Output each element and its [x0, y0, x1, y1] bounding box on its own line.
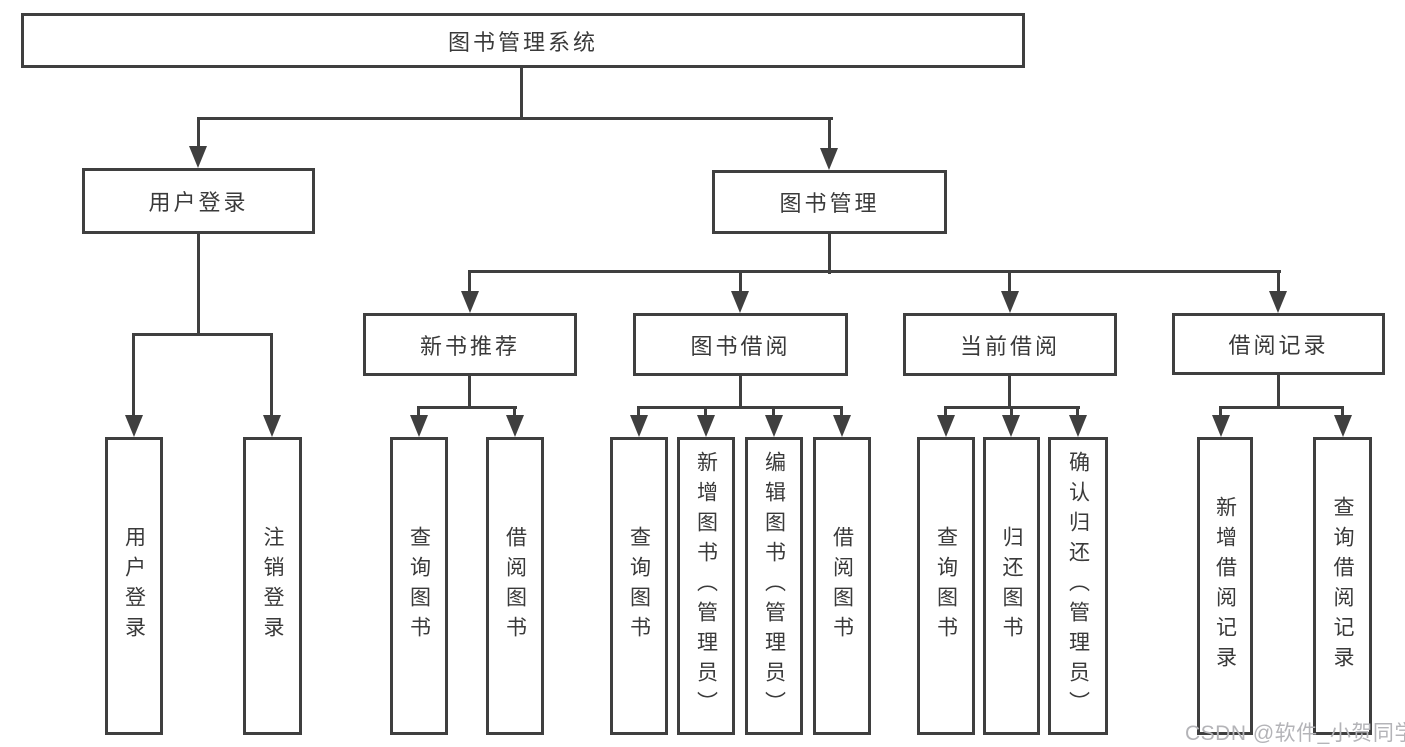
leaf-label: 查询图书	[407, 526, 431, 646]
node-library-management-system: 图书管理系统	[21, 13, 1025, 68]
connector-line	[1076, 406, 1079, 420]
leaf-label: 查询图书	[627, 526, 651, 646]
arrow-down-icon	[697, 415, 715, 437]
arrow-down-icon	[731, 291, 749, 313]
connector-line	[739, 270, 742, 296]
arrow-down-icon	[1212, 415, 1230, 437]
connector-line	[772, 406, 775, 420]
connector-line	[1008, 270, 1011, 296]
connector-stem	[828, 232, 831, 274]
connector-line	[270, 333, 273, 420]
leaf-label: 借阅图书	[503, 526, 527, 646]
arrow-down-icon	[765, 415, 783, 437]
connector-split	[468, 270, 1281, 273]
connector-line	[417, 406, 420, 420]
leaf-query-borrow-record: 查询借阅记录	[1313, 437, 1372, 735]
connector-root-split	[197, 117, 833, 120]
connector-line	[840, 406, 843, 420]
node-user-login: 用户登录	[82, 168, 315, 234]
leaf-borrow-books-2: 借阅图书	[813, 437, 871, 735]
connector-split	[417, 406, 517, 409]
node-label: 新书推荐	[419, 333, 520, 359]
leaf-add-borrow-record: 新增借阅记录	[1197, 437, 1253, 735]
arrow-down-icon	[189, 146, 207, 168]
arrow-down-icon	[263, 415, 281, 437]
leaf-label: 注销登录	[261, 526, 284, 646]
arrow-down-icon	[833, 415, 851, 437]
node-new-book-recommend: 新书推荐	[363, 313, 577, 376]
connector-line	[468, 270, 471, 296]
arrow-down-icon	[461, 291, 479, 313]
node-label: 图书管理	[779, 191, 880, 216]
leaf-query-books-current: 查询图书	[917, 437, 975, 735]
connector-line	[704, 406, 707, 420]
connector-line	[1277, 270, 1280, 296]
connector-line	[828, 117, 831, 150]
connector-split	[637, 406, 843, 409]
connector-line	[1010, 406, 1013, 420]
connector-stem	[197, 232, 200, 336]
arrow-down-icon	[937, 415, 955, 437]
arrow-down-icon	[820, 148, 838, 170]
arrow-down-icon	[1001, 291, 1019, 313]
node-label: 图书借阅	[690, 333, 791, 359]
csdn-watermark: CSDN @软件_小贺同学	[1185, 722, 1405, 745]
arrow-down-icon	[1269, 291, 1287, 313]
leaf-label: 借阅图书	[830, 526, 854, 646]
leaf-user-login: 用户登录	[105, 437, 163, 735]
arrow-down-icon	[1334, 415, 1352, 437]
node-label: 借阅记录	[1228, 333, 1329, 358]
connector-line	[132, 333, 135, 420]
leaf-label: 查询借阅记录	[1331, 496, 1354, 676]
leaf-label: 用户登录	[122, 526, 146, 646]
leaf-label: 查询图书	[934, 526, 958, 646]
leaf-label: 归还图书	[1000, 526, 1023, 646]
leaf-return-books: 归还图书	[983, 437, 1040, 735]
arrow-down-icon	[410, 415, 428, 437]
leaf-add-book-admin: 新增图书（管理员）	[677, 437, 735, 735]
leaf-label: 新增图书（管理员）	[694, 451, 718, 721]
leaf-query-books-recommend: 查询图书	[390, 437, 448, 735]
leaf-logout-login: 注销登录	[243, 437, 302, 735]
arrow-down-icon	[1002, 415, 1020, 437]
connector-line	[513, 406, 516, 420]
connector-stem	[1008, 374, 1011, 409]
connector-line	[197, 117, 200, 150]
node-label: 用户登录	[148, 190, 249, 215]
arrow-down-icon	[1069, 415, 1087, 437]
leaf-query-books-borrow: 查询图书	[610, 437, 668, 735]
node-borrow-records: 借阅记录	[1172, 313, 1385, 375]
node-book-borrow: 图书借阅	[633, 313, 848, 376]
connector-stem	[1277, 374, 1280, 409]
leaf-confirm-return-admin: 确认归还（管理员）	[1048, 437, 1108, 735]
leaf-label: 确认归还（管理员）	[1066, 451, 1090, 721]
arrow-down-icon	[630, 415, 648, 437]
node-label: 图书管理系统	[447, 29, 598, 55]
connector-stem	[468, 374, 471, 409]
leaf-label: 编辑图书（管理员）	[762, 451, 786, 721]
connector-split	[132, 333, 273, 336]
connector-line	[944, 406, 947, 420]
connector-split	[1219, 406, 1344, 409]
connector-root-stem	[520, 66, 523, 119]
leaf-label: 新增借阅记录	[1213, 496, 1237, 676]
connector-line	[1341, 406, 1344, 420]
connector-line	[1219, 406, 1222, 420]
connector-stem	[739, 374, 742, 409]
connector-line	[637, 406, 640, 420]
node-current-borrow: 当前借阅	[903, 313, 1117, 376]
arrow-down-icon	[125, 415, 143, 437]
arrow-down-icon	[506, 415, 524, 437]
node-book-management: 图书管理	[712, 170, 947, 234]
leaf-edit-book-admin: 编辑图书（管理员）	[745, 437, 803, 735]
leaf-borrow-books-recommend: 借阅图书	[486, 437, 544, 735]
node-label: 当前借阅	[959, 333, 1060, 359]
